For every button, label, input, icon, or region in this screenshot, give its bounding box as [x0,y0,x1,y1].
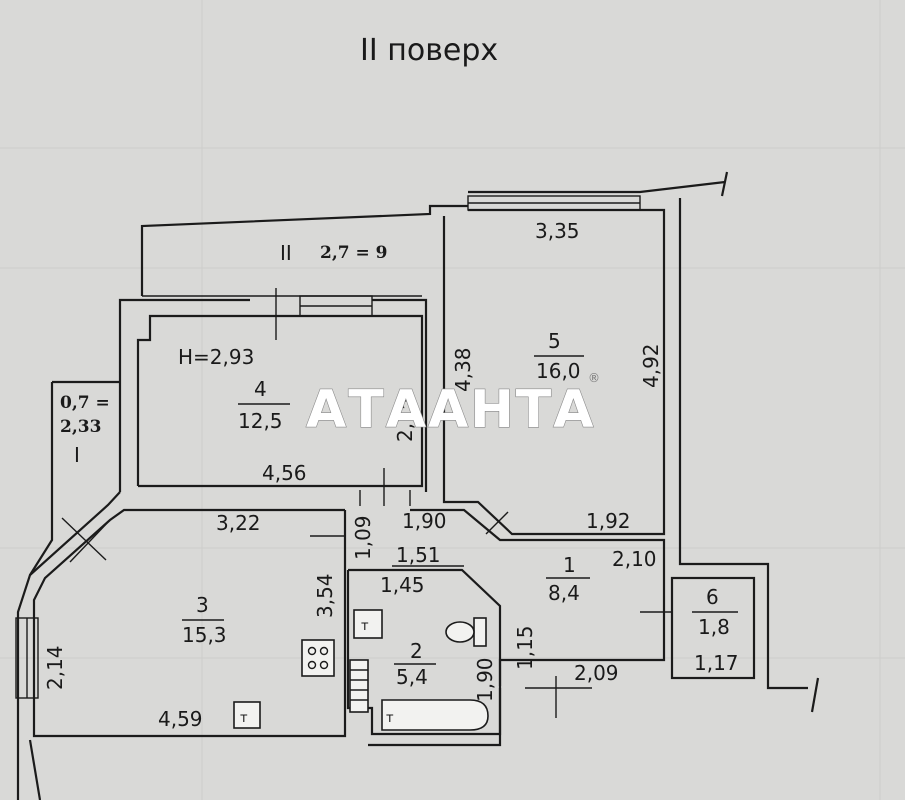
svg-text:т: т [386,711,394,726]
room-4: H=2,93 4 12,5 4,56 2,75 [136,288,424,488]
room-6-area: 1,8 [698,615,730,639]
room-2-dim-top-a: 1,51 [396,543,441,567]
loggia-area-line1: 0,7 = [60,393,110,413]
toilet-icon [445,617,487,647]
room-1-number: 1 [563,553,576,577]
corridor: 1,09 [310,468,411,560]
room-1: 1,90 2,10 1 8,4 1,15 2,09 [402,508,666,718]
room-6-dim-bottom: 1,17 [694,651,739,675]
room-2: 1,51 1,45 2 5,4 1,90 т т [346,543,502,736]
room-5: 3,35 5 16,0 4,38 4,92 1,92 [442,195,666,536]
stove-icon [301,639,335,677]
room-3-dim-bottom: 4,59 [158,707,203,731]
room-3-dim-right: 3,54 [313,573,337,618]
room-1-dim-bottom: 2,09 [574,661,619,685]
room-1-dim-c: 1,15 [513,625,537,670]
watermark-registered-mark: ® [588,371,600,385]
room-4-height: H=2,93 [178,345,254,369]
room-2-number: 2 [410,639,423,663]
room-3-number: 3 [196,593,209,617]
room-3-dim-left: 2,14 [43,645,67,690]
loggia: 0,7 = 2,33 I [29,380,120,576]
room-4-area: 12,5 [238,409,283,433]
room-5-dim-bottom: 1,92 [586,509,631,533]
room-1-dim-b: 2,10 [612,547,657,571]
room-2-dim-top-b: 1,45 [380,573,425,597]
room-6-number: 6 [706,585,719,609]
room-3-area: 15,3 [182,623,227,647]
room-5-dim-left: 4,38 [451,347,475,392]
corridor-width: 1,09 [351,515,375,560]
loggia-area-line2: 2,33 [60,417,101,437]
radiator-icon [349,659,369,713]
room-6: 6 1,8 1,17 [640,576,756,680]
room-1-area: 8,4 [548,581,580,605]
balcony: II 2,7 = 9 [140,204,468,297]
sink-icon: т [233,701,261,729]
balcony-mark: II [280,241,292,265]
washbasin-icon: т [353,609,383,639]
loggia-mark: I [74,443,80,467]
room-1-dim-a: 1,90 [402,509,447,533]
room-4-dim-bottom: 4,56 [262,461,307,485]
room-4-dim-right: 2,75 [393,397,417,442]
room-4-number: 4 [254,377,267,401]
room-2-dim-right: 1,90 [473,657,497,702]
bathtub-icon: т [381,699,489,731]
room-5-dim-right: 4,92 [639,343,663,388]
svg-text:т: т [361,619,369,634]
room-5-area: 16,0 [536,359,581,383]
floor-title: II поверх [360,33,498,68]
room-3-dim-top: 3,22 [216,511,261,535]
room-5-number: 5 [548,329,561,353]
balcony-area: 2,7 = 9 [320,243,388,263]
svg-text:т: т [240,711,248,726]
watermark-logo: АТААНТА [306,380,595,440]
room-3: 3,22 3 15,3 2,14 3,54 4,59 т [15,508,347,738]
room-5-dim-top: 3,35 [535,219,580,243]
room-2-area: 5,4 [396,665,428,689]
